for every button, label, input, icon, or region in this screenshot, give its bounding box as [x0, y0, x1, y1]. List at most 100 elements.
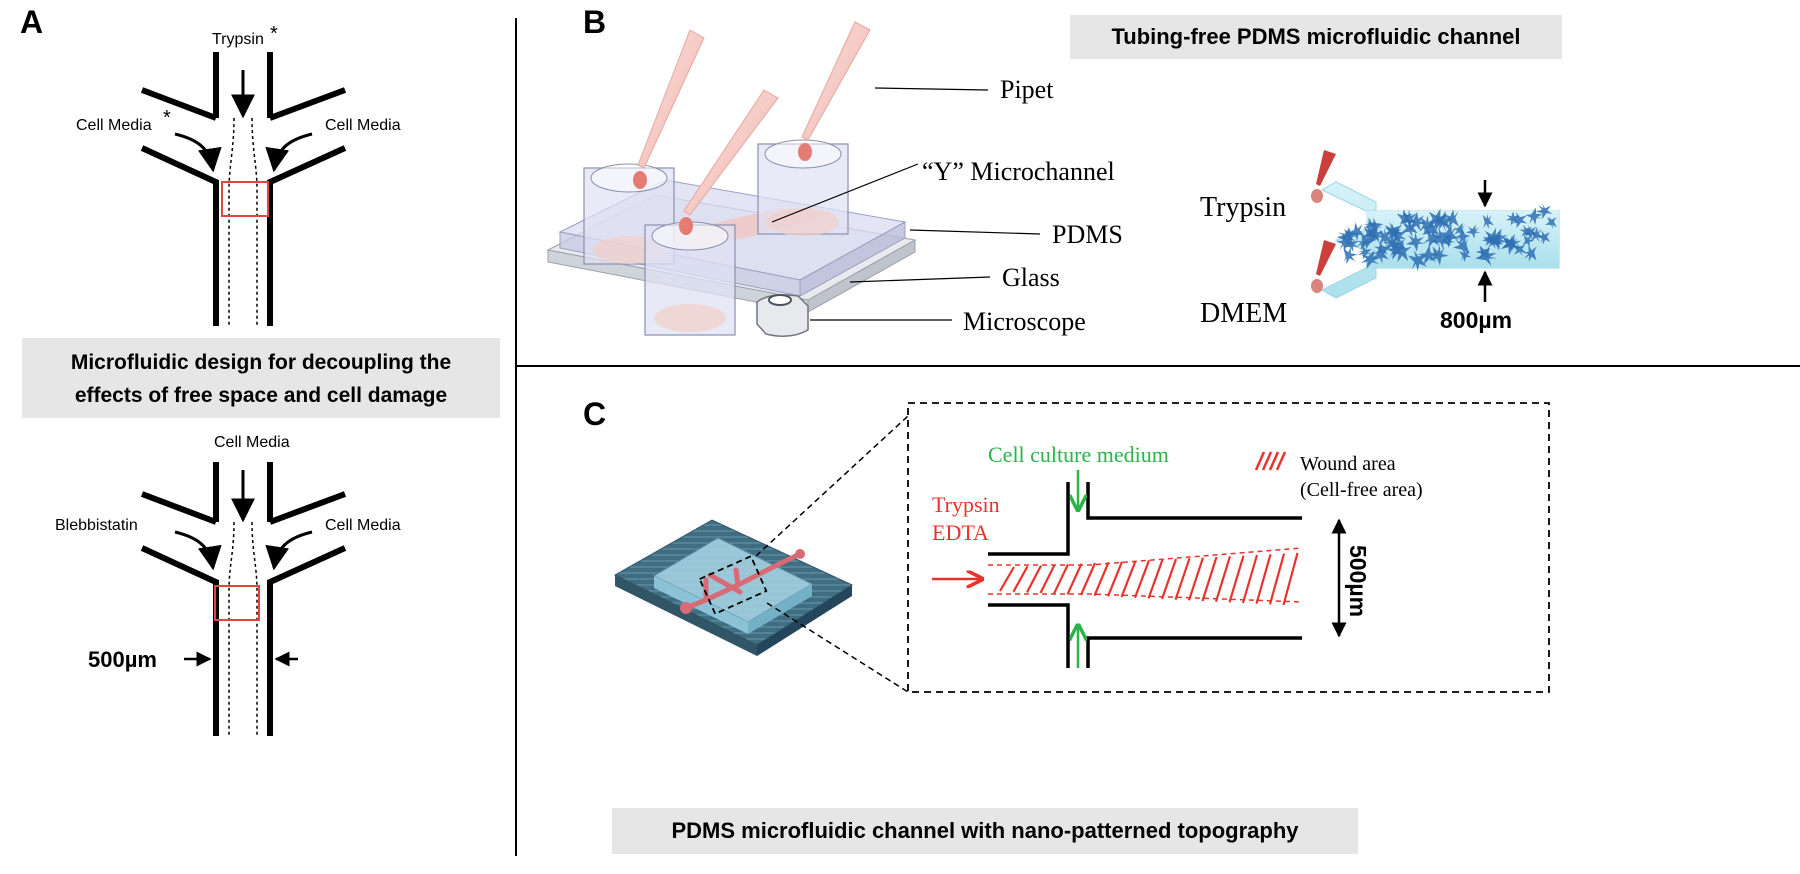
inlet-left-label-bottom: Blebbistatin: [55, 517, 138, 534]
wound-hatch-line: [1187, 557, 1205, 601]
wound-hatch-line: [1053, 563, 1069, 595]
cell-glyph: [1545, 215, 1557, 230]
panel-a-top-diagram: Trypsin * Cell Media * Cell Media: [76, 23, 401, 326]
cell-glyph: [1408, 250, 1428, 272]
dmem-dropper: [1311, 240, 1336, 293]
pipet-label: Pipet: [1000, 75, 1054, 104]
width-label-c: 500µm: [1345, 545, 1371, 617]
wound-legend-icon: [1254, 451, 1287, 471]
cell-glyph: [1343, 246, 1358, 265]
inlet-left-label: Cell Media: [76, 117, 152, 134]
wound-hatching: [999, 552, 1299, 606]
cell-glyph: [1519, 224, 1532, 239]
wound-hatch-line: [1026, 565, 1042, 593]
wound-hatch-line: [1255, 554, 1272, 604]
cell-glyph: [1482, 227, 1504, 249]
wound-label-1: Wound area: [1300, 453, 1396, 475]
glass-leader: [849, 276, 991, 283]
wound-hatch-line: [1147, 559, 1164, 599]
cell-glyph: [1512, 242, 1527, 257]
region-of-interest-box: [221, 181, 269, 217]
panel-a-caption-line1: Microfluidic design for decoupling the: [70, 351, 452, 374]
inlet-left-asterisk: *: [163, 107, 171, 129]
cell-glyph: [1406, 211, 1427, 232]
pipet-3: [798, 21, 871, 161]
wound-hatch-line: [1241, 554, 1259, 604]
trypsin-dropper: [1311, 150, 1336, 203]
wound-hatch-line: [1214, 556, 1232, 602]
well-front: [644, 221, 736, 336]
cell-glyph: [1419, 214, 1437, 235]
pipet-leader: [874, 87, 989, 91]
cell-media-right-arrow-bottom: [265, 530, 313, 571]
inlet-right-label-bottom: Cell Media: [325, 517, 401, 534]
chip-zoom-box: [698, 555, 768, 615]
cell-glyph: [1474, 245, 1497, 266]
panel-a-bottom-diagram: Cell Media Blebbistatin Cell Media 500µm: [55, 434, 401, 736]
cell-glyph: [1382, 233, 1403, 254]
medium-label: Cell culture medium: [988, 442, 1169, 467]
cell-cluster: [1335, 203, 1557, 272]
wound-hatch-line: [1106, 561, 1124, 597]
panel-a-caption-line2: effects of free space and cell damage: [74, 384, 448, 407]
cell-glyph: [1482, 233, 1495, 247]
wound-hatch-line: [1228, 555, 1245, 603]
wound-hatch-line: [1079, 562, 1097, 596]
wound-hatch-line: [1174, 557, 1191, 601]
wound-hatch-line: [1282, 552, 1299, 606]
cell-glyph: [1371, 244, 1389, 264]
cell-glyph: [1452, 222, 1466, 238]
inlet-right-label: Cell Media: [325, 117, 401, 134]
trypsin-edta-label-1: Trypsin: [932, 492, 1000, 517]
cell-glyph: [1440, 233, 1456, 248]
cell-glyph: [1362, 224, 1377, 243]
panel-b-letter: B: [583, 4, 607, 40]
inset-trypsin-label: Trypsin: [1200, 192, 1286, 223]
microscope-icon: [756, 294, 809, 337]
wound-hatch-line: [1093, 561, 1110, 597]
panel-c-zoom: Cell culture medium Trypsin EDTA Wound a…: [907, 402, 1550, 693]
cell-glyph: [1336, 227, 1356, 246]
cell-glyph: [1465, 224, 1481, 239]
pdms-label: PDMS: [1052, 220, 1123, 249]
cell-glyph: [1455, 228, 1471, 244]
inlet-top-label: Trypsin: [212, 31, 264, 48]
cell-glyph: [1500, 233, 1522, 256]
cell-glyph: [1356, 235, 1372, 251]
pipet-1: [633, 29, 705, 189]
pipet-2: [679, 89, 779, 235]
cell-glyph: [1347, 222, 1365, 241]
width-label-a: 500µm: [88, 647, 157, 672]
cell-glyph: [1482, 213, 1494, 229]
panel-a-caption: Microfluidic design for decoupling the e…: [22, 338, 500, 418]
cell-glyph: [1430, 228, 1453, 251]
microchannel-label: “Y” Microchannel: [922, 157, 1115, 186]
wound-hatch-line: [1268, 553, 1286, 605]
cell-glyph: [1453, 236, 1470, 257]
cell-glyph: [1536, 203, 1553, 220]
cell-glyph: [1420, 218, 1440, 239]
wound-hatch-line: [1039, 564, 1056, 594]
cell-glyph: [1522, 245, 1537, 262]
cell-glyph: [1406, 232, 1426, 252]
microchannel-leader: [771, 163, 919, 223]
wound-hatch-line: [1066, 563, 1083, 595]
blebbistatin-arrow: [174, 530, 222, 571]
wound-hatch-line: [1120, 560, 1137, 598]
cell-glyph: [1335, 233, 1355, 252]
cell-glyph: [1525, 207, 1543, 225]
cell-glyph: [1396, 209, 1413, 227]
cell-glyph: [1368, 227, 1385, 243]
region-of-interest-box-bottom: [214, 585, 260, 621]
pdms-leader: [909, 229, 1041, 235]
panel-b-inset: Trypsin DMEM 800µm: [1200, 150, 1560, 333]
wound-hatch-line: [1133, 559, 1151, 599]
cell-glyph: [1343, 236, 1359, 253]
panel-a-letter: A: [20, 4, 44, 40]
chip-channel: [683, 551, 803, 611]
cell-glyph: [1357, 245, 1373, 260]
cell-glyph: [1428, 208, 1448, 232]
panel-c-chip: [613, 415, 909, 693]
cell-glyph: [1529, 226, 1544, 243]
